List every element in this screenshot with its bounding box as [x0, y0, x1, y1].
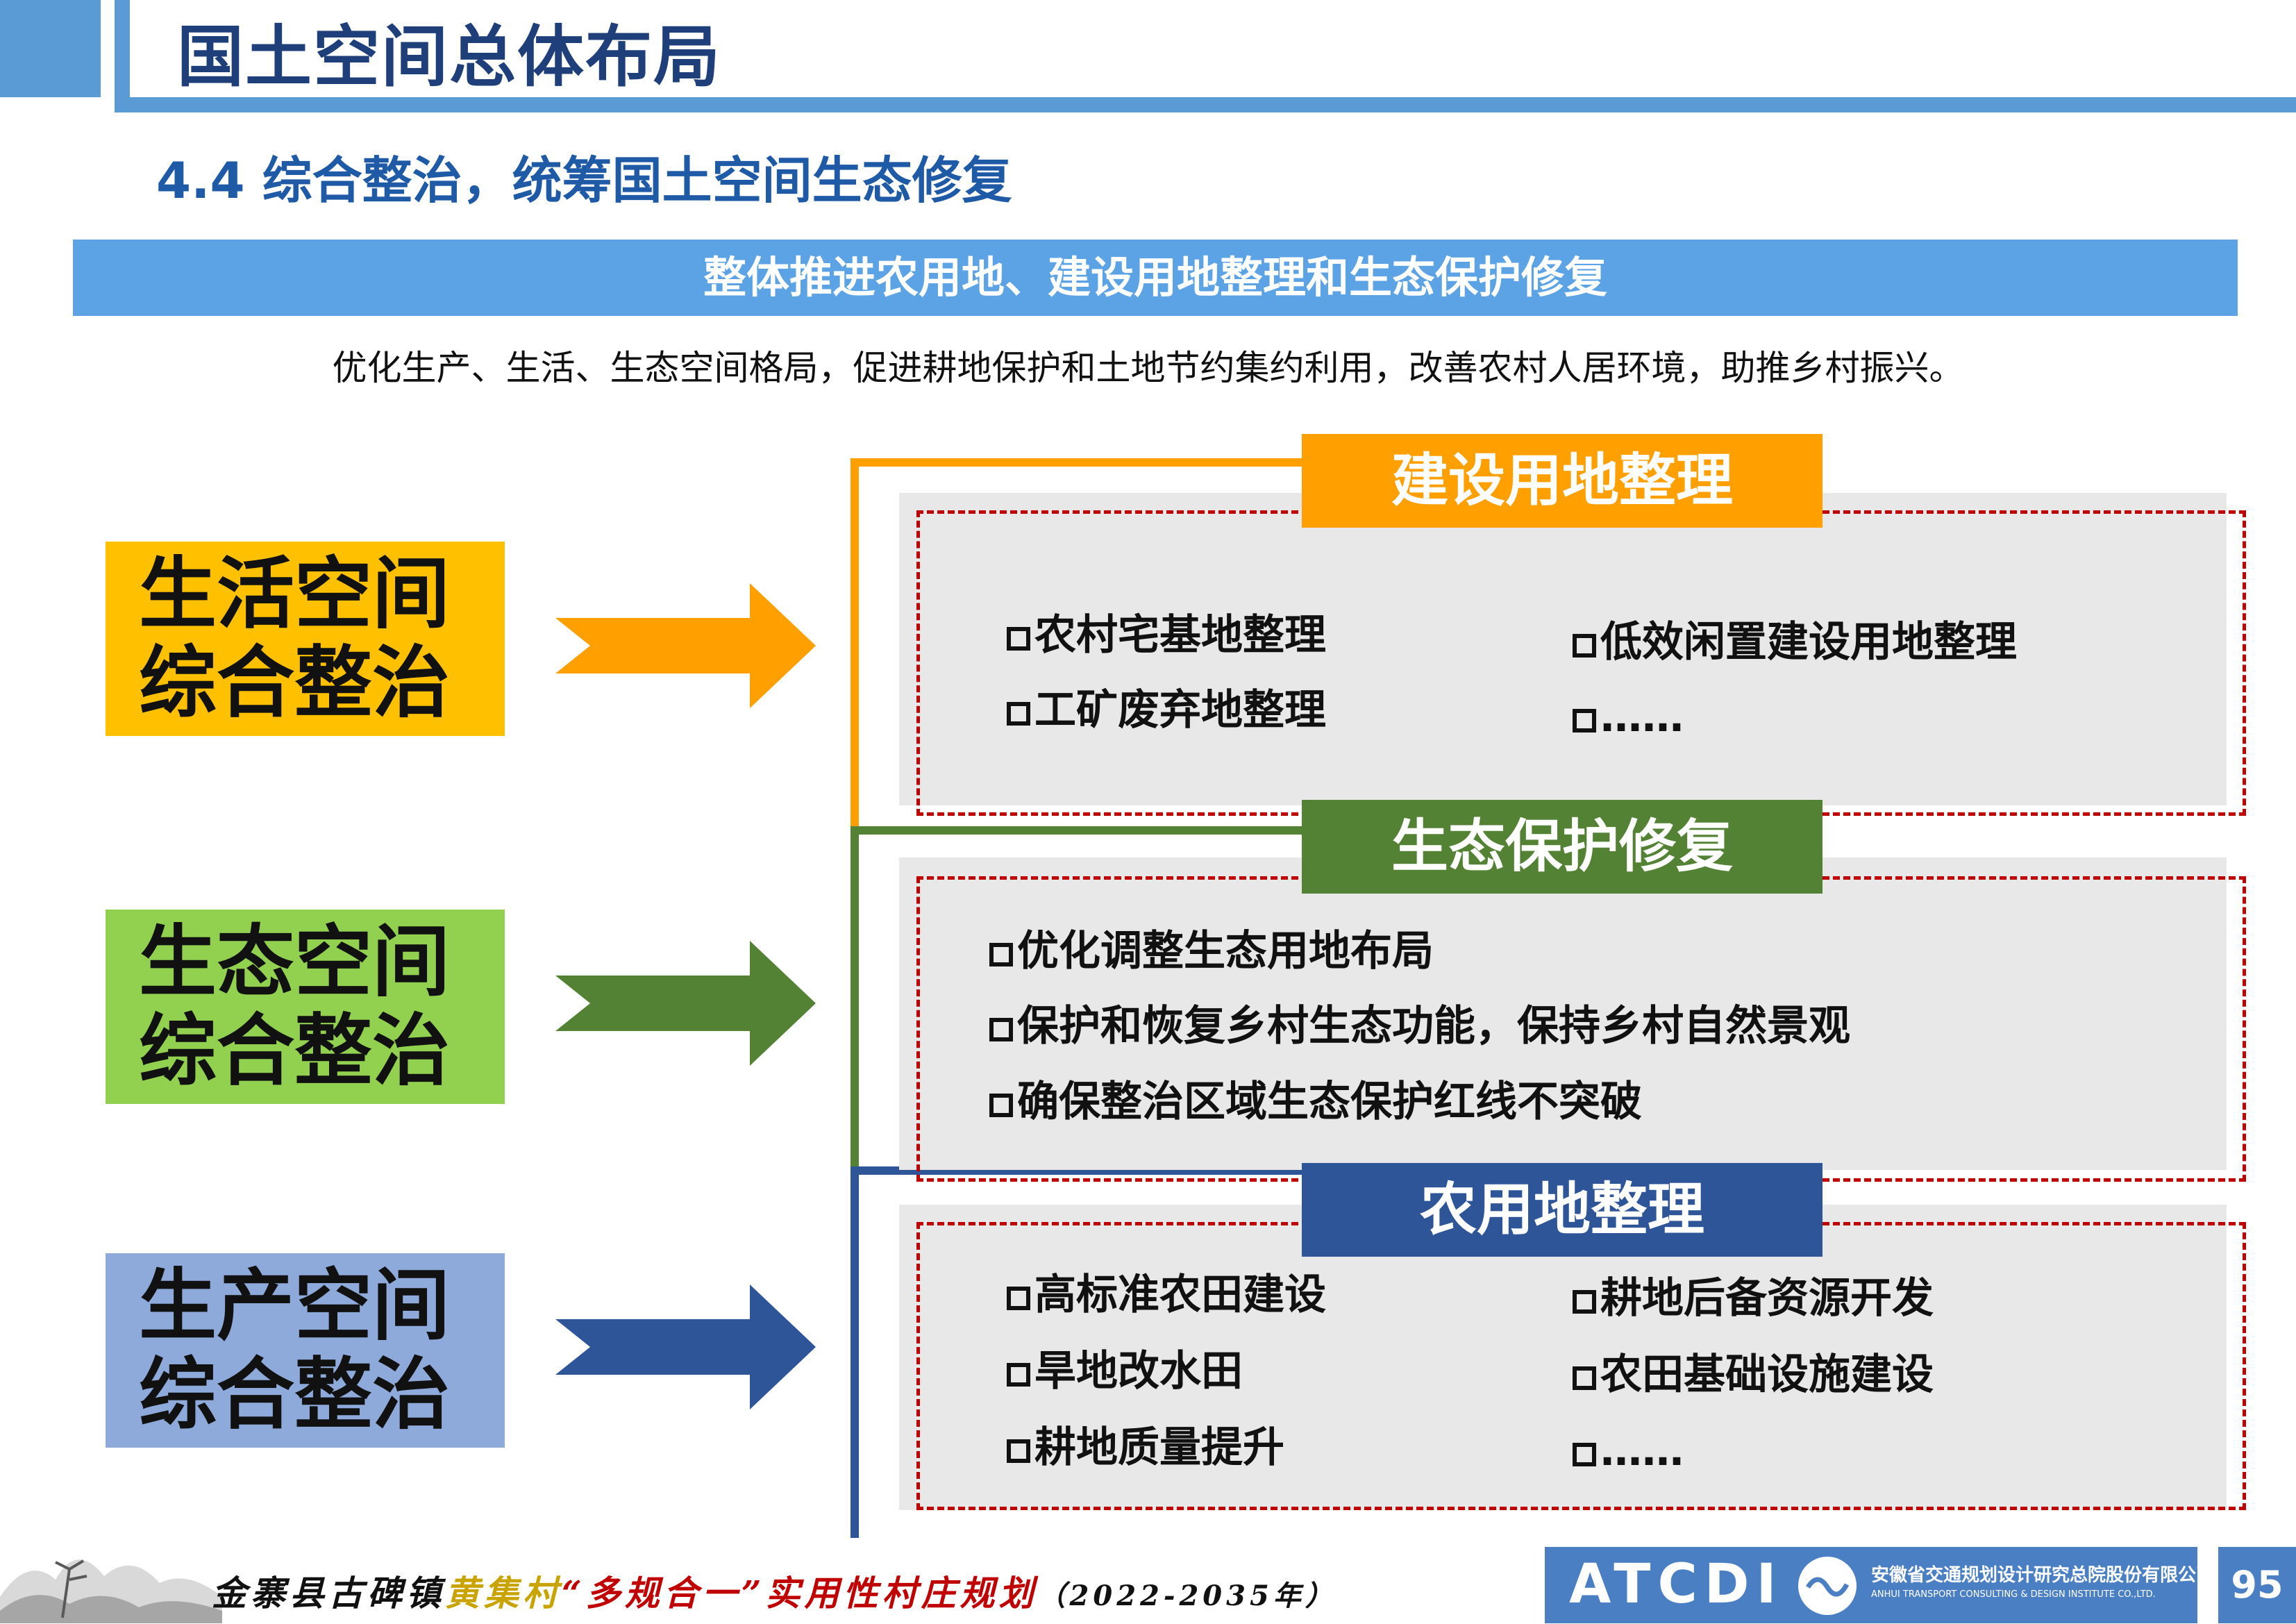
- ecology-protection-title: 生态保护修复: [1302, 800, 1822, 894]
- checkbox-square-icon: [989, 1018, 1013, 1041]
- intro-text: 优化生产、生活、生态空间格局，促进耕地保护和土地节约集约利用，改善农村人居环境，…: [332, 348, 1964, 388]
- checkbox-square-icon: [989, 943, 1013, 966]
- ecology-space-box: 生态空间 综合整治: [106, 910, 505, 1104]
- checkbox-square-icon: [1573, 709, 1596, 733]
- checkbox-square-icon: [1573, 1443, 1596, 1466]
- checkbox-square-icon: [989, 1094, 1013, 1117]
- page-title: 国土空间总体布局: [177, 18, 721, 96]
- ecology-protection-panel: [899, 857, 2227, 1170]
- checkbox-square-icon: [1007, 1363, 1030, 1387]
- farmland-item-2: 耕地后备资源开发: [1573, 1271, 1934, 1326]
- banner: 整体推进农用地、建设用地整理和生态保护修复: [73, 240, 2238, 316]
- banner-text: 整体推进农用地、建设用地整理和生态保护修复: [703, 252, 1607, 303]
- orange-connector-vertical: [850, 458, 859, 833]
- production-space-line2: 综合整治: [139, 1350, 450, 1440]
- construction-land-panel: [899, 493, 2227, 805]
- construction-item-2: 低效闲置建设用地整理: [1573, 614, 2017, 670]
- construction-item-4: ……: [1573, 689, 1684, 745]
- company-name-en: ANHUI TRANSPORT CONSULTING & DESIGN INST…: [1871, 1589, 2156, 1600]
- checkbox-square-icon: [1573, 1290, 1596, 1314]
- landscape-decoration-icon: [0, 1559, 222, 1623]
- page-number: 95: [2231, 1563, 2284, 1607]
- ecology-space-line1: 生态空间: [139, 917, 450, 1007]
- checkbox-square-icon: [1573, 1366, 1596, 1390]
- farmland-item-3: 旱地改水田: [1007, 1343, 1243, 1399]
- checkbox-square-icon: [1007, 1439, 1030, 1463]
- checkbox-square-icon: [1007, 702, 1030, 726]
- green-connector-horizontal: [850, 826, 1316, 835]
- page-number-box: 95: [2218, 1547, 2296, 1623]
- green-connector-vertical: [850, 826, 859, 1166]
- production-space-line1: 生产空间: [139, 1261, 450, 1351]
- orange-connector-horizontal: [850, 458, 1316, 467]
- living-space-box: 生活空间 综合整治: [106, 542, 505, 736]
- logo-text: ATCDI: [1569, 1553, 1784, 1616]
- living-space-line1: 生活空间: [139, 549, 450, 639]
- section-title: 4.4 综合整治，统筹国土空间生态修复: [156, 151, 1012, 210]
- navy-connector-vertical: [850, 1166, 859, 1538]
- header-underline: [115, 97, 2296, 112]
- production-space-box: 生产空间 综合整治: [106, 1253, 505, 1448]
- farmland-title: 农用地整理: [1302, 1163, 1822, 1257]
- logo-emblem-icon: [1798, 1557, 1857, 1615]
- green-arrow-icon: [555, 941, 816, 1066]
- farmland-item-1: 高标准农田建设: [1007, 1267, 1326, 1323]
- header-accent-stripe: [115, 0, 130, 97]
- farmland-item-5: 耕地质量提升: [1007, 1420, 1284, 1475]
- farmland-item-4: 农田基础设施建设: [1573, 1347, 1934, 1403]
- checkbox-square-icon: [1573, 634, 1596, 658]
- orange-arrow-icon: [555, 583, 816, 708]
- living-space-line2: 综合整治: [139, 638, 450, 728]
- ecology-item-2: 保护和恢复乡村生态功能，保持乡村自然景观: [989, 998, 1850, 1054]
- company-logo: ATCDI 安徽省交通规划设计研究总院股份有限公司 ANHUI TRANSPOR…: [1545, 1547, 2214, 1623]
- ecology-space-line2: 综合整治: [139, 1006, 450, 1096]
- header-accent-bar: [0, 0, 101, 97]
- construction-item-1: 农村宅基地整理: [1007, 608, 1326, 663]
- company-name-cn: 安徽省交通规划设计研究总院股份有限公司: [1871, 1565, 2215, 1586]
- farmland-item-6: ……: [1573, 1423, 1684, 1479]
- footer-title: 金寨县古碑镇黄集村“多规合一”实用性村庄规划（2022-2035年）: [212, 1573, 1337, 1614]
- construction-land-title: 建设用地整理: [1302, 434, 1822, 528]
- navy-arrow-icon: [555, 1284, 816, 1409]
- checkbox-square-icon: [1007, 627, 1030, 651]
- checkbox-square-icon: [1007, 1287, 1030, 1310]
- construction-item-3: 工矿废弃地整理: [1007, 683, 1326, 738]
- ecology-item-3: 确保整治区域生态保护红线不突破: [989, 1074, 1642, 1130]
- ecology-item-1: 优化调整生态用地布局: [989, 923, 1434, 979]
